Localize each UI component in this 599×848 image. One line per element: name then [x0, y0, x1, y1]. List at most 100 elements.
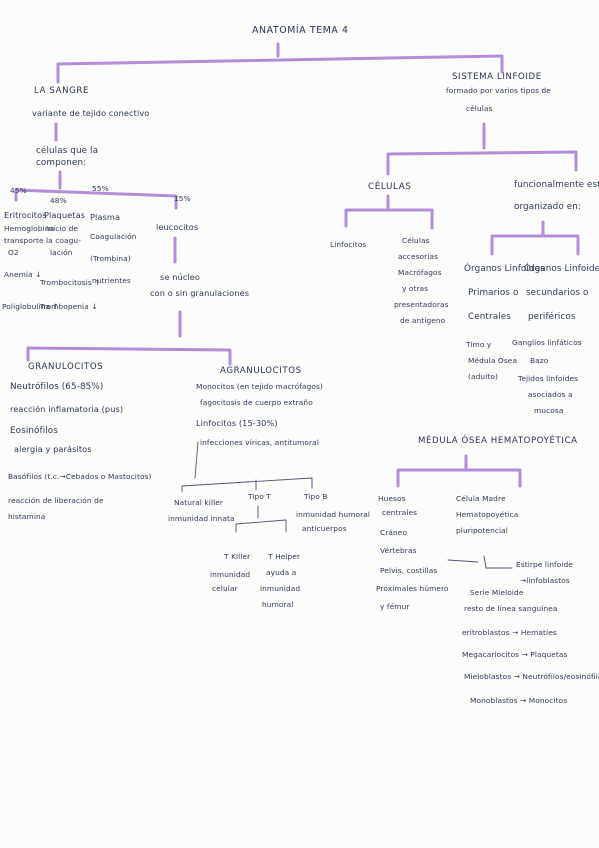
resto-linea: resto de línea sanguínea [464, 604, 558, 613]
secundarios-5: Bazo [530, 356, 549, 365]
connector-linfocitos [181, 441, 313, 493]
connector-tipo-t [235, 505, 287, 533]
linfoide-subtitle-1: formado por varios tipos de [446, 86, 551, 95]
pct-leucocitos: 15% [174, 194, 191, 203]
connector-celula-madre [483, 555, 513, 569]
secundarios-6: Tejidos linfoides [518, 374, 579, 383]
t-helper-ayuda: ayuda a [266, 568, 297, 577]
eritrocitos-label: Eritrocitos [4, 210, 47, 220]
primarios-2: Primarios o [468, 288, 519, 298]
leucocitos-label: leucocitos [156, 222, 199, 232]
huesos-7: y fémur [380, 602, 410, 611]
tipo-t: Tipo T [248, 492, 272, 501]
t-helper-inmunidad: inmunidad [260, 584, 301, 593]
nutrientes-label: nutrientes [92, 276, 131, 285]
estirpe-linfoide: Estirpe linfoide [516, 560, 573, 569]
huesos-6: Proximales húmero [376, 584, 449, 593]
serie-eritroblastos: eritroblastos → Hematíes [462, 628, 557, 637]
funcionalmente-2: organizado en: [514, 202, 581, 212]
sangre-celulas-2: componen: [36, 158, 87, 168]
primarios-3: Centrales [468, 312, 511, 322]
t-helper: T Helper [268, 552, 301, 561]
alergia: alergia y parásitos [14, 444, 92, 454]
accesorias-6: de antígeno [400, 316, 446, 325]
nucleo-label-2: con o sin granulaciones [150, 288, 250, 298]
huesos-5: Pelvis, costillas [380, 566, 438, 575]
coagu-label: la coagu- [46, 236, 81, 245]
connector-organos [490, 220, 580, 256]
linfoide-subtitle-2: células [466, 104, 493, 113]
serie-mieloide: Serie Mieloide [470, 588, 524, 597]
anticuerpos: anticuerpos [302, 524, 347, 533]
connector-nucleo [26, 310, 232, 366]
sangre-title: LA SANGRE [34, 86, 89, 96]
sangre-celulas-1: células que la [36, 146, 99, 156]
celula-madre-2: Hematopoyética [456, 510, 519, 519]
t-killer-inmunidad: inmunidad [210, 570, 251, 579]
nucleo-label-1: se núcleo [160, 272, 201, 282]
coagulacion-label: Coagulación [90, 232, 137, 241]
t-killer: T Killer [224, 552, 251, 561]
serie-mieloblastos: Mieloblastos → Neutrófilos/eosinófilos [464, 672, 599, 681]
secundarios-2: secundarios o [526, 288, 589, 298]
o2-label: O2 [8, 248, 19, 257]
linfocitos-linfoide: Linfocitos [330, 240, 367, 249]
primarios-5: Médula Ósea [468, 356, 518, 365]
hemoglobina-label: Hemoglobina [4, 224, 55, 233]
medula-title: MÉDULA ÓSEA HEMATOPOYÉTICA [418, 436, 578, 446]
connector-title [56, 42, 504, 84]
page-title: ANATOMÍA TEMA 4 [252, 25, 349, 36]
transporte-label: transporte [4, 236, 44, 245]
neutrofilos: Neutrófilos (65-85%) [10, 382, 104, 392]
celula-madre-3: pluripotencial [456, 526, 508, 535]
granulocitos-title: GRANULOCITOS [28, 362, 104, 372]
primarios-1: Órganos Linfoides [464, 264, 545, 274]
trombina-label: (Trombina) [90, 254, 131, 263]
trombopenia-label: Trombopenia ↓ [40, 302, 98, 311]
accesorias-4: y otras [402, 284, 429, 293]
inmunidad-humoral: inmunidad humoral [296, 510, 371, 519]
secundarios-3: periféricos [528, 312, 576, 322]
trombocitosis-label: Trombocitosis ↑ [40, 278, 101, 287]
monocitos: Monocitos (en tejido macrófagos) [196, 382, 323, 391]
accesorias-1: Células [402, 236, 430, 245]
t-killer-celular: celular [212, 584, 238, 593]
primarios-6: (adulto) [468, 372, 498, 381]
eosinofilos: Eosinófilos [10, 426, 58, 436]
huesos-3: Cráneo [380, 528, 408, 537]
agranulocitos-title: AGRANULOCITOS [220, 366, 302, 376]
tipo-b: Tipo B [304, 492, 328, 501]
reaccion-liberacion: reacción de liberación de [8, 496, 104, 505]
primarios-4: Timo y [466, 340, 492, 349]
connector-huesos-madre [447, 559, 479, 563]
anemia-label: Anemia ↓ [4, 270, 42, 279]
connector-linfoide [386, 122, 578, 176]
secundarios-8: mucosa [534, 406, 564, 415]
accesorias-3: Macrófagos [398, 268, 442, 277]
inicio-label: Inicio de [46, 224, 79, 233]
histamina: histamina [8, 512, 46, 521]
connector-celulas [14, 170, 178, 210]
accesorias-2: accesorias [398, 252, 439, 261]
plasma-label: Plasma [90, 212, 121, 222]
linfoblastos: →linfoblastos [520, 576, 570, 585]
poliglobulina-label: Poliglobulina ↑ [2, 302, 59, 311]
linfoide-celulas: CÉLULAS [368, 182, 412, 192]
basofilos: Basófilos (t.c.→Cebados o Mastocitos) [8, 472, 152, 481]
lacion-label: lación [50, 248, 73, 257]
secundarios-1: Órganos Linfoides [524, 264, 599, 274]
celula-madre-1: Célula Madre [456, 494, 506, 503]
pct-plasma: 55% [92, 184, 109, 193]
reaccion-inflamatoria: reacción inflamatoria (pus) [10, 404, 124, 414]
fagocitosis: fagocitosis de cuerpo extraño [200, 398, 313, 407]
linfoide-title: SISTEMA LINFOIDE [452, 72, 542, 82]
serie-monoblastos: Monoblastos → Monocitos [470, 696, 568, 705]
plaquetas-label: Plaquetas [44, 210, 86, 220]
linfocitos-agran: Linfocitos (15-30%) [196, 418, 278, 428]
sangre-subtitle: variante de tejido conectivo [32, 108, 150, 118]
natural-killer: Natural killer [174, 498, 224, 507]
serie-megacariocitos: Megacariocitos → Plaquetas [462, 650, 568, 659]
huesos-1: Huesos [378, 494, 406, 503]
